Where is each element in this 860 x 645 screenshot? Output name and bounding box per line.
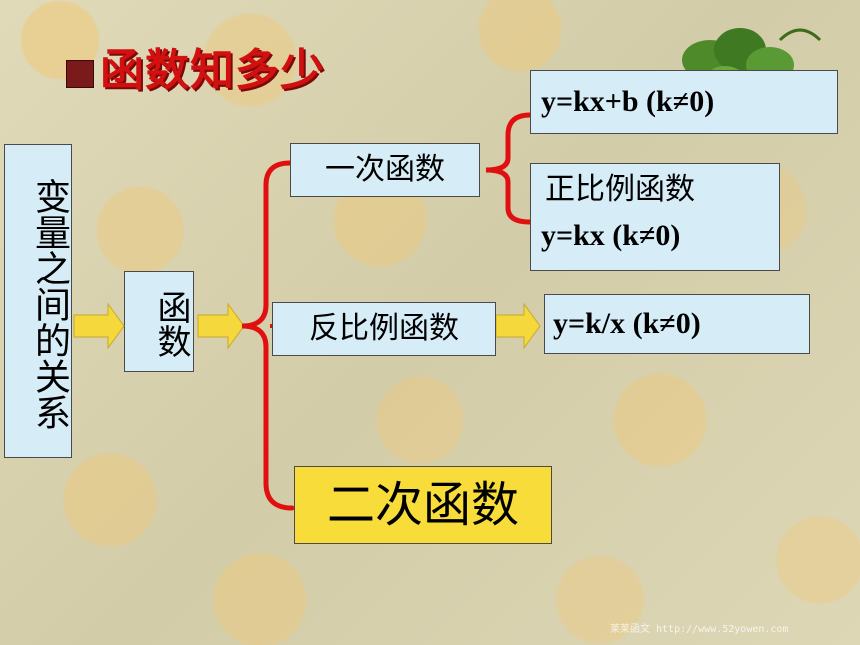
proportional-box: 正比例函数 y=kx (k≠0) [530, 163, 780, 271]
inverse-function-box: 反比例函数 [272, 302, 496, 356]
variable-relation-box: 变量之间的关系 [4, 144, 72, 458]
proportional-formula: y=kx (k≠0) [541, 219, 681, 252]
function-label: 函数 [151, 290, 191, 358]
arrow-right-icon [495, 302, 541, 350]
arrow-right-icon [197, 302, 245, 350]
variable-relation-label: 变量之间的关系 [29, 178, 70, 430]
linear-formula: y=kx+b (k≠0) [541, 85, 715, 118]
proportional-label: 正比例函数 [545, 172, 695, 207]
main-brace [241, 160, 295, 511]
inverse-function-label: 反比例函数 [309, 311, 459, 346]
arrow-right-icon [73, 302, 125, 350]
linear-formula-box: y=kx+b (k≠0) [530, 70, 838, 134]
linear-brace [485, 112, 533, 225]
function-box: 函数 [124, 271, 194, 372]
quadratic-function-label: 二次函数 [326, 477, 519, 533]
quadratic-function-box: 二次函数 [294, 466, 552, 544]
watermark: 莱莱函文 http://www.52yowen.com [610, 624, 789, 635]
linear-function-box: 一次函数 [290, 143, 480, 197]
inverse-formula-box: y=k/x (k≠0) [544, 294, 810, 354]
logo-icon [66, 60, 94, 88]
page-title: 函数知多少 [100, 45, 325, 96]
inverse-formula: y=k/x (k≠0) [553, 307, 701, 340]
linear-function-label: 一次函数 [325, 152, 445, 187]
